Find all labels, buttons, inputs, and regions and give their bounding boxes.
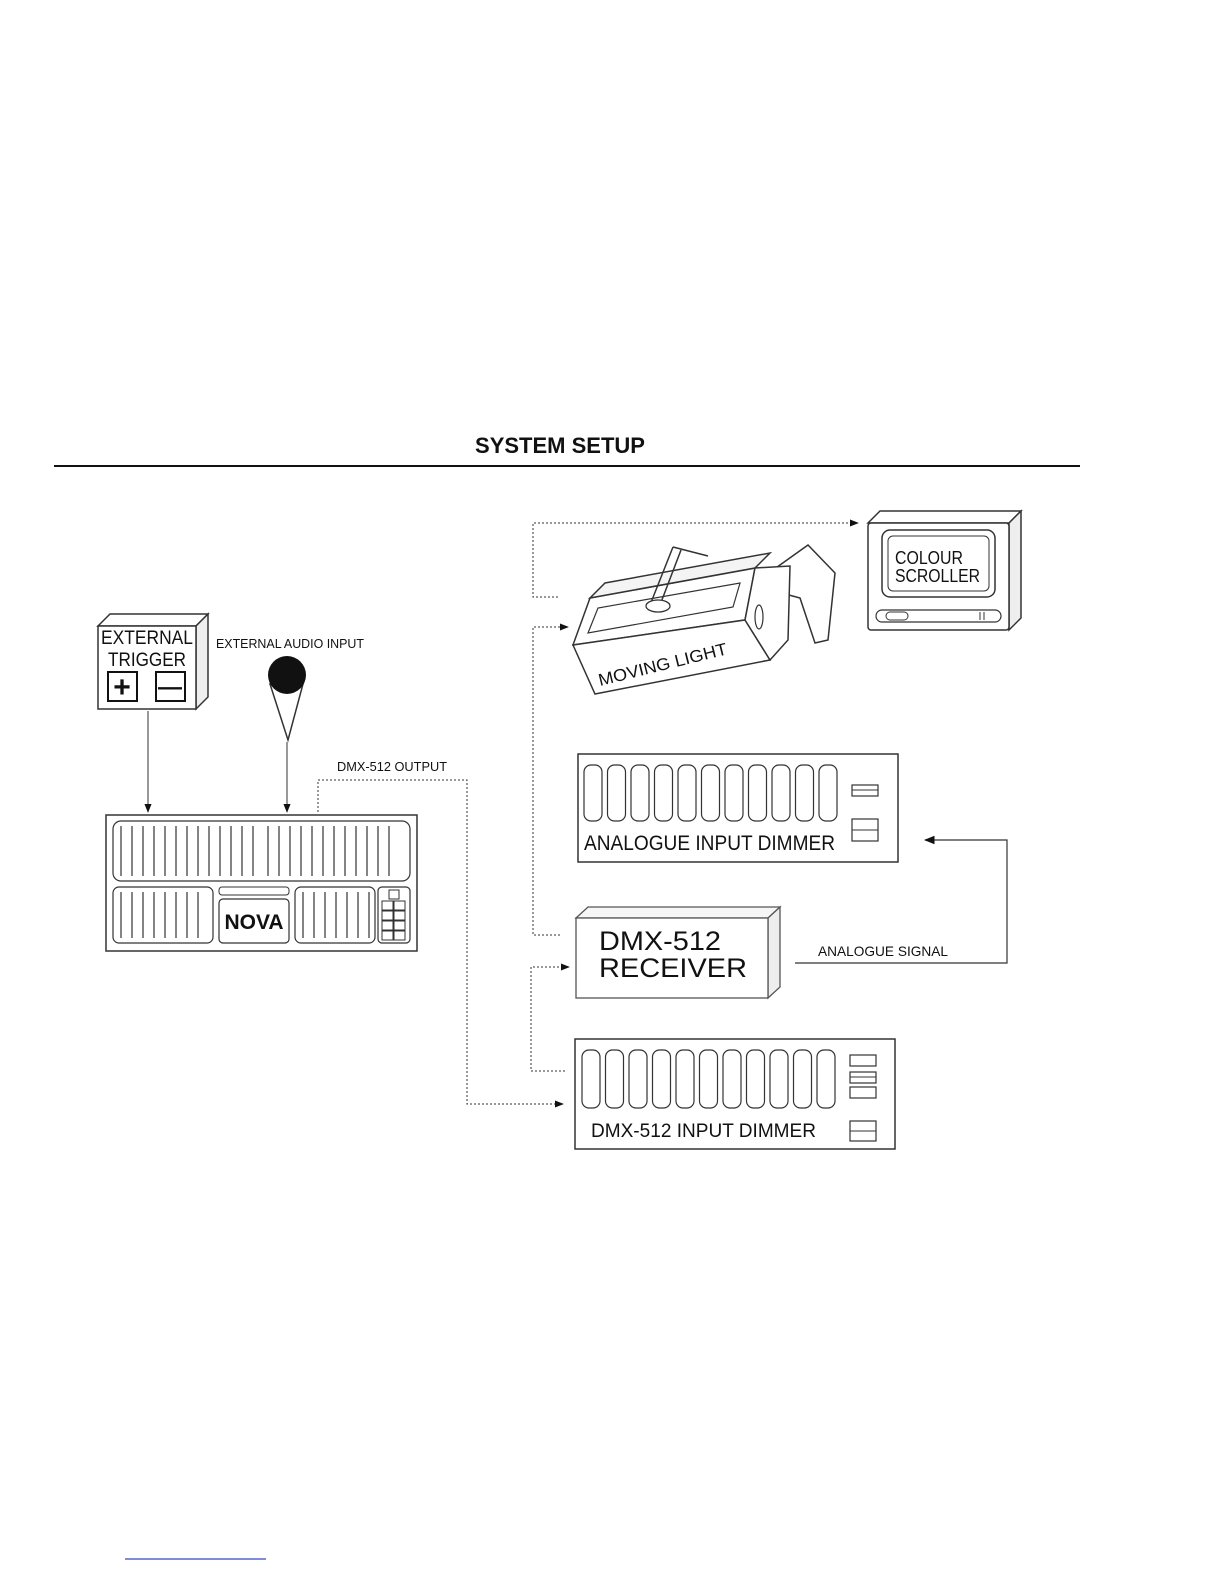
analogue-signal-label: ANALOGUE SIGNAL	[818, 943, 948, 959]
dimmer-fader-slot	[794, 1050, 812, 1108]
dmx-input-dimmer: DMX-512 INPUT DIMMER	[575, 1039, 895, 1149]
trigger-minus-label: —	[158, 674, 182, 701]
colour-scroller: COLOUR SCROLLER	[868, 511, 1021, 630]
receiver-line2: RECEIVER	[599, 953, 747, 983]
trigger-plus-label: +	[113, 671, 131, 704]
dimmer-fader-slot	[770, 1050, 788, 1108]
analogue-input-dimmer: ANALOGUE INPUT DIMMER	[578, 754, 898, 862]
dmx-dimmer-label: DMX-512 INPUT DIMMER	[591, 1121, 816, 1142]
dimmer-fader-slot	[723, 1050, 741, 1108]
dimmer-fader-slot	[747, 1050, 765, 1108]
moving-light: MOVING LIGHT	[573, 545, 835, 694]
moving-light-link-line	[533, 627, 568, 935]
dimmer-fader-slot	[702, 765, 720, 821]
dimmer-fader-slot	[631, 765, 649, 821]
receiver-line1: DMX-512	[599, 926, 721, 956]
nova-console: NOVA	[106, 815, 417, 951]
dimmer-fader-slot	[653, 1050, 671, 1108]
receiver-link-line	[531, 967, 569, 1071]
dimmer-fader-slot	[749, 765, 767, 821]
analogue-dimmer-label: ANALOGUE INPUT DIMMER	[584, 832, 835, 855]
console-label: NOVA	[224, 911, 283, 934]
dimmer-fader-slot	[582, 1050, 600, 1108]
external-trigger-box: EXTERNAL TRIGGER + —	[98, 614, 208, 709]
dmx-receiver: DMX-512 RECEIVER	[576, 907, 780, 998]
dimmer-fader-slot	[629, 1050, 647, 1108]
colour-scroller-line2: SCROLLER	[895, 566, 980, 586]
microphone-icon	[268, 656, 306, 740]
dimmer-fader-slot	[700, 1050, 718, 1108]
dimmer-fader-slot	[606, 1050, 624, 1108]
dimmer-fader-slot	[608, 765, 626, 821]
audio-input-label: EXTERNAL AUDIO INPUT	[216, 636, 364, 651]
external-trigger-line2: TRIGGER	[108, 650, 186, 671]
page-title: SYSTEM SETUP	[475, 433, 645, 458]
dmx-output-label: DMX-512 OUTPUT	[337, 759, 447, 774]
dimmer-fader-slot	[772, 765, 790, 821]
dimmer-fader-slot	[819, 765, 837, 821]
dimmer-fader-slot	[584, 765, 602, 821]
external-trigger-line1: EXTERNAL	[101, 628, 193, 649]
dimmer-fader-slot	[676, 1050, 694, 1108]
dimmer-fader-slot	[678, 765, 696, 821]
dimmer-fader-slot	[796, 765, 814, 821]
colour-scroller-line1: COLOUR	[895, 548, 963, 568]
dimmer-fader-slot	[817, 1050, 835, 1108]
dimmer-fader-slot	[725, 765, 743, 821]
dimmer-fader-slot	[655, 765, 673, 821]
